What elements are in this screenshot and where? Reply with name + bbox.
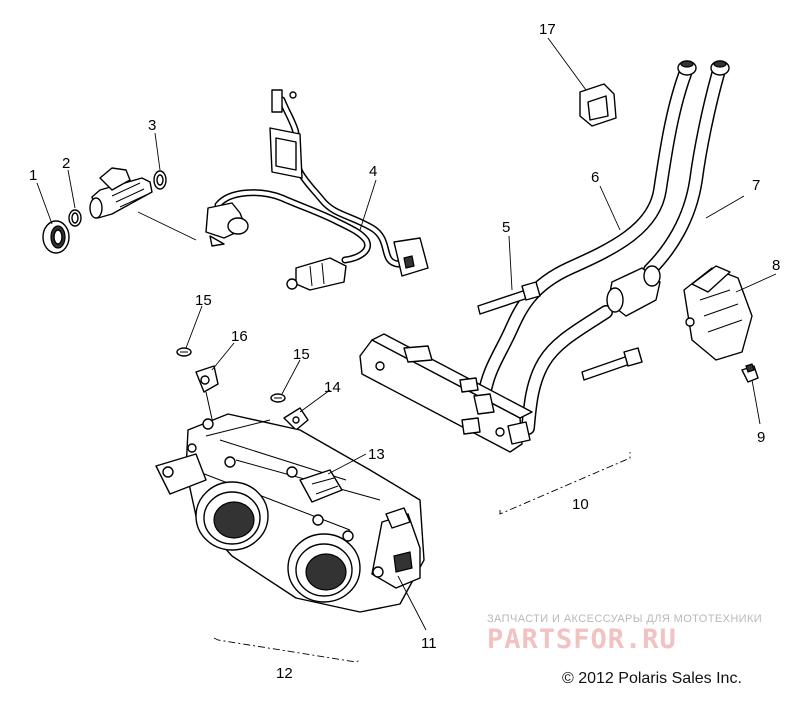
copyright-notice: © 2012 Polaris Sales Inc. bbox=[562, 670, 742, 687]
callout-10: 10 bbox=[572, 496, 589, 513]
part-6-fuel-hose bbox=[477, 60, 697, 403]
bracket-12 bbox=[213, 637, 361, 663]
callout-numbers: 1 2 3 4 5 6 7 8 9 10 11 12 13 14 15 15 1… bbox=[29, 21, 780, 682]
callout-4: 4 bbox=[369, 163, 377, 180]
part-10-fuel-rail bbox=[359, 333, 533, 453]
callout-5: 5 bbox=[502, 219, 510, 236]
callout-6: 6 bbox=[591, 169, 599, 186]
part-11-tps-sensor bbox=[371, 507, 421, 589]
callout-13: 13 bbox=[368, 446, 385, 463]
callout-17: 17 bbox=[539, 21, 556, 38]
callout-3: 3 bbox=[148, 117, 156, 134]
part-3-fuel-injector bbox=[89, 167, 167, 219]
part-8-sensor bbox=[683, 265, 753, 361]
callout-9: 9 bbox=[757, 429, 765, 446]
bracket-10 bbox=[499, 452, 631, 515]
callout-15-a: 15 bbox=[195, 292, 212, 309]
watermark-logo-text: PARTSFOR.RU bbox=[487, 624, 677, 655]
part-9-screw bbox=[741, 363, 759, 383]
callout-12: 12 bbox=[276, 665, 293, 682]
part-12-throttle-body bbox=[155, 413, 425, 613]
callout-1: 1 bbox=[29, 167, 37, 184]
callout-14: 14 bbox=[324, 379, 341, 396]
callout-8: 8 bbox=[772, 257, 780, 274]
callout-7: 7 bbox=[752, 177, 760, 194]
part-15-screw bbox=[176, 347, 286, 403]
part-2-o-ring bbox=[68, 209, 82, 227]
callout-16: 16 bbox=[231, 328, 248, 345]
part-14-clip bbox=[283, 407, 309, 431]
part-7-fuel-hose bbox=[521, 60, 730, 435]
part-1-seal bbox=[42, 220, 70, 254]
callout-11: 11 bbox=[421, 635, 437, 652]
watermark-tagline: ЗАПЧАСТИ И АКСЕССУАРЫ ДЛЯ МОТОТЕХНИКИ bbox=[487, 613, 762, 625]
part-17-clip bbox=[579, 83, 617, 127]
callout-15-b: 15 bbox=[293, 346, 310, 363]
watermark: ЗАПЧАСТИ И АКСЕССУАРЫ ДЛЯ МОТОТЕХНИКИ PA… bbox=[487, 613, 762, 655]
leader-lines bbox=[36, 37, 777, 631]
callout-2: 2 bbox=[62, 155, 70, 172]
part-4-harness bbox=[205, 89, 429, 291]
part-5-bolt bbox=[477, 281, 643, 381]
